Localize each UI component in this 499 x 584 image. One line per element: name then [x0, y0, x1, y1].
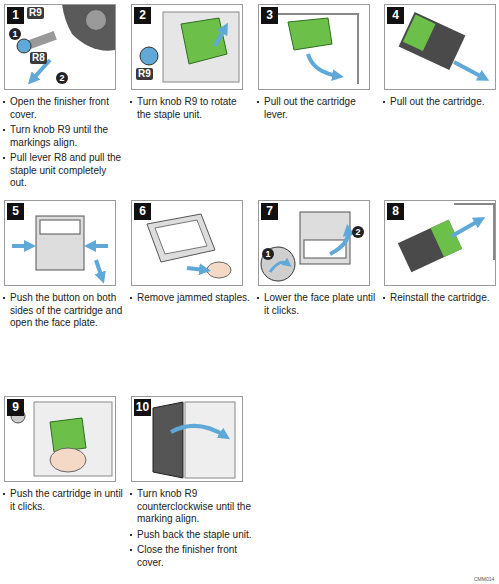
step-panel: 9Push the cartridge in until it clicks. [4, 396, 116, 482]
cartridge-illustration [398, 204, 494, 272]
figure-code: CMM014 [474, 576, 494, 582]
instruction-text: Open the finisher front cover. [3, 96, 125, 121]
step-number: 7 [261, 203, 278, 220]
step-panel: 7Lower the face plate until it clicks. [258, 200, 370, 286]
callout-label: 2 [56, 72, 68, 84]
step-number: 3 [261, 7, 278, 24]
instruction-text: Push the button on both sides of the car… [3, 292, 125, 330]
instruction-text: Turn knob R9 counterclockwise until the … [130, 488, 252, 526]
instruction-list: Push the cartridge in until it clicks. [3, 488, 125, 516]
step-number: 9 [7, 399, 24, 416]
instruction-list: Turn knob R9 to rotate the staple unit. [130, 96, 252, 124]
lever-illustration [270, 14, 358, 84]
instruction-text: Pull out the cartridge lever. [257, 96, 379, 121]
instruction-text: Pull lever R8 and pull the staple unit c… [3, 152, 125, 190]
instruction-text: Push back the staple unit. [130, 529, 252, 542]
step-number: 6 [134, 203, 151, 220]
step-number: 2 [134, 7, 151, 24]
instruction-text: Close the finisher front cover. [130, 544, 252, 569]
instruction-list: Lower the face plate until it clicks. [257, 292, 379, 320]
cartridge-illustration [12, 216, 108, 278]
step-panel: 8Reinstall the cartridge. [384, 200, 496, 286]
callout-label: R9 [136, 68, 153, 80]
callout-label: R8 [30, 52, 47, 64]
step-number: 5 [7, 203, 24, 220]
step-panel: 3Pull out the cartridge lever. [258, 4, 370, 90]
instruction-text: Turn knob R9 until the markings align. [3, 124, 125, 149]
step-panel: 5Push the button on both sides of the ca… [4, 200, 116, 286]
instruction-list: Turn knob R9 counterclockwise until the … [130, 488, 252, 572]
callout-label: 2 [352, 226, 364, 238]
instruction-text: Reinstall the cartridge. [383, 292, 499, 305]
step-panel: 6Remove jammed staples. [131, 200, 243, 286]
instruction-list: Push the button on both sides of the car… [3, 292, 125, 333]
cartridge-illustration [399, 12, 484, 78]
front-cover-illustration [153, 402, 235, 478]
instruction-text: Lower the face plate until it clicks. [257, 292, 379, 317]
callout-label: 1 [262, 248, 274, 260]
instruction-text: Pull out the cartridge. [383, 96, 499, 109]
callout-label: R9 [27, 7, 44, 19]
staple-removal-illustration [147, 214, 231, 278]
callout-label: 1 [9, 28, 21, 40]
step-number: 8 [387, 203, 404, 220]
step-panel: 10Turn knob R9 counterclockwise until th… [131, 396, 243, 482]
face-plate-illustration [261, 212, 350, 281]
instruction-list: Pull out the cartridge. [383, 96, 499, 112]
instruction-list: Open the finisher front cover. Turn knob … [3, 96, 125, 193]
push-cartridge-illustration [11, 402, 112, 476]
instruction-text: Turn knob R9 to rotate the staple unit. [130, 96, 252, 121]
instruction-list: Reinstall the cartridge. [383, 292, 499, 308]
step-panel: 4Pull out the cartridge. [384, 4, 496, 90]
instruction-text: Remove jammed staples. [130, 292, 252, 305]
staple-unit-illustration [140, 12, 239, 82]
instruction-list: Remove jammed staples. [130, 292, 252, 308]
instruction-list: Pull out the cartridge lever. [257, 96, 379, 124]
step-number: 4 [387, 7, 404, 24]
step-number: 1 [7, 7, 24, 24]
step-number: 10 [134, 399, 151, 416]
finisher-illustration [17, 4, 115, 80]
instruction-text: Push the cartridge in until it clicks. [3, 488, 125, 513]
